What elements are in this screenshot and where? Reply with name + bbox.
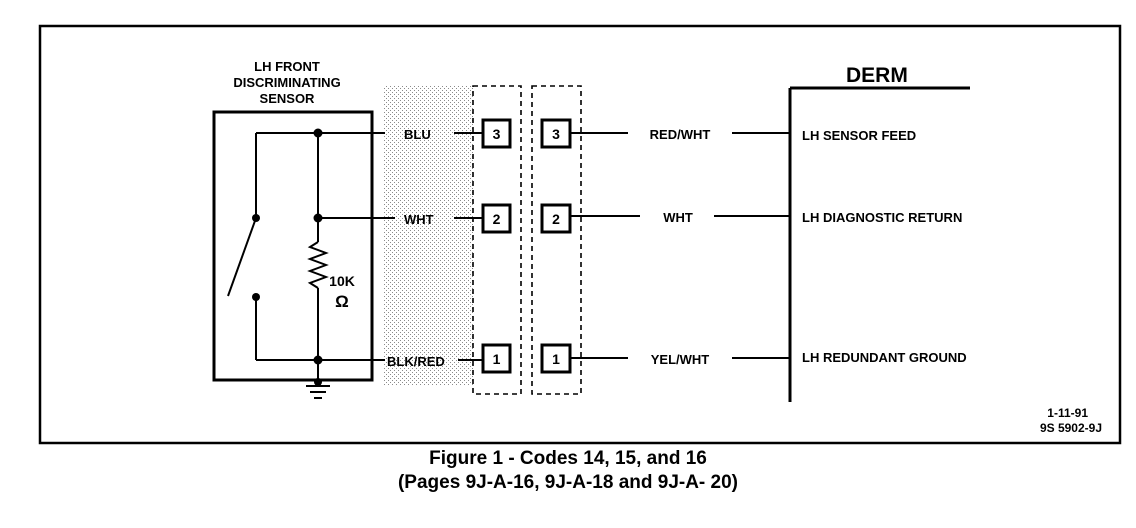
derm-signal-redundant-ground: LH REDUNDANT GROUND (802, 350, 967, 365)
figure-caption-title: Figure 1 - Codes 14, 15, and 16 (429, 448, 707, 469)
wire-label-blu: BLU (404, 127, 431, 142)
stamp-date: 1-11-91 (1047, 406, 1088, 420)
pin-box (481, 343, 512, 374)
switch-contact-dot (252, 293, 260, 301)
junction-dot (313, 128, 323, 138)
pin-box (481, 118, 512, 149)
wire-label-blk-red: BLK/RED (387, 354, 445, 369)
connector-housing-left (472, 85, 522, 395)
pin-label-left-1: 1 (493, 351, 501, 367)
resistor-value: 10K (329, 273, 355, 289)
pin-label-right-3: 3 (552, 126, 560, 142)
pin-label-right-1: 1 (552, 351, 560, 367)
sensor-title-line-3: SENSOR (260, 91, 316, 106)
sensor-title-line-2: DISCRIMINATING (233, 75, 340, 90)
pin-label-left-3: 3 (493, 126, 501, 142)
connector-housing-right (531, 85, 582, 395)
sensor-title-line-1: LH FRONT (254, 59, 320, 74)
pin-label-left-2: 2 (493, 211, 501, 227)
derm-signal-sensor-feed: LH SENSOR FEED (802, 128, 916, 143)
resistor-symbol (307, 241, 329, 289)
pin-box (481, 203, 512, 234)
harness-shading (383, 85, 473, 385)
stamp-code: 9S 5902-9J (1040, 421, 1102, 435)
wire-label-wht-right: WHT (663, 210, 693, 225)
diagram-frame (38, 24, 1122, 445)
switch-contact-dot (252, 214, 260, 222)
figure-caption-pages: (Pages 9J-A-16, 9J-A-18 and 9J-A- 20) (397, 472, 738, 493)
sensor-box (212, 110, 374, 382)
junction-dot (313, 213, 323, 223)
derm-title: DERM (846, 64, 908, 87)
pin-label-right-2: 2 (552, 211, 560, 227)
derm-signal-diagnostic-return: LH DIAGNOSTIC RETURN (802, 210, 962, 225)
wire-label-yel-wht: YEL/WHT (651, 352, 710, 367)
junction-dot (313, 355, 323, 365)
wire-label-wht-left: WHT (404, 212, 434, 227)
wire-label-red-wht: RED/WHT (650, 127, 711, 142)
pin-box (540, 203, 572, 234)
ground-icon (306, 378, 330, 399)
resistor-unit: Ω (335, 292, 349, 311)
